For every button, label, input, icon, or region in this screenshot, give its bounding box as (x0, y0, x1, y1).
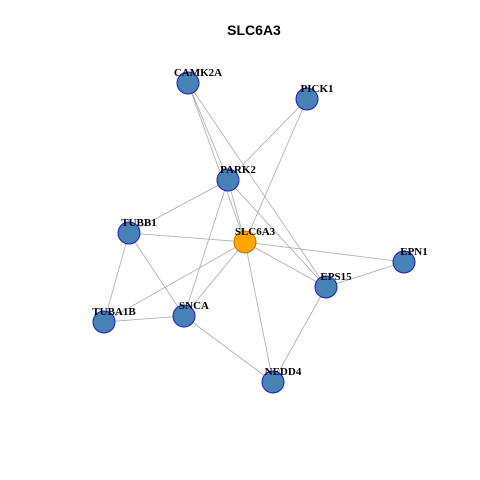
edge-tuba1b-snca (103, 315, 185, 323)
node-circle (117, 221, 141, 245)
node-label: TUBA1B (92, 306, 136, 318)
edge-camk2a-eps15 (187, 82, 327, 288)
node-circle (261, 370, 285, 394)
node-tuba1b: TUBA1B (92, 306, 136, 334)
node-label: EPS15 (320, 271, 352, 283)
node-tubb1: TUBB1 (117, 217, 157, 245)
node-label: NEDD4 (265, 366, 302, 378)
node-label: PARK2 (220, 164, 256, 176)
edge-park2-snca (183, 179, 229, 317)
edge-pick1-slc6a3 (244, 98, 308, 243)
node-snca: SNCA (172, 300, 209, 328)
edge-tubb1-tuba1b (103, 232, 130, 323)
nodes-layer: CAMK2A PICK1PARK2TUBB1SLC6A3EPN1EPS15TUBA… (92, 67, 428, 394)
edge-snca-nedd4 (183, 315, 274, 383)
node-camk2a: CAMK2A (174, 67, 222, 95)
node-circle (216, 168, 240, 192)
edge-eps15-nedd4 (272, 286, 327, 383)
node-slc6a3: SLC6A3 (233, 226, 276, 254)
edge-eps15-epn1 (325, 261, 405, 288)
node-label: PICK1 (301, 83, 334, 95)
diagram-title: SLC6A3 (227, 22, 281, 38)
edge-pick1-park2 (227, 98, 308, 181)
node-circle (314, 275, 338, 299)
edge-slc6a3-snca (183, 241, 246, 317)
node-epn1: EPN1 (392, 246, 428, 274)
node-circle (295, 87, 319, 111)
node-label: EPN1 (400, 246, 428, 258)
node-park2: PARK2 (216, 164, 256, 192)
edge-park2-tubb1 (128, 179, 229, 234)
node-circle (176, 71, 200, 95)
node-label: CAMK2A (174, 67, 222, 79)
edge-slc6a3-tuba1b (103, 241, 246, 323)
node-label: TUBB1 (121, 217, 156, 229)
edge-slc6a3-eps15 (244, 241, 327, 288)
edge-tubb1-snca (128, 232, 185, 317)
node-circle (392, 250, 416, 274)
edges-layer (103, 82, 405, 383)
node-label: SLC6A3 (235, 226, 276, 238)
edge-slc6a3-epn1 (244, 241, 405, 263)
node-label: SNCA (179, 300, 209, 312)
edge-camk2a-park2 (187, 82, 229, 181)
node-nedd4: NEDD4 (261, 366, 302, 394)
edge-tubb1-slc6a3 (128, 232, 246, 243)
node-pick1: PICK1 (295, 83, 334, 111)
node-circle (92, 310, 116, 334)
node-eps15: EPS15 (314, 271, 352, 299)
edge-camk2a-slc6a3 (187, 82, 246, 243)
node-circle (172, 304, 196, 328)
node-circle (233, 230, 257, 254)
edge-slc6a3-nedd4 (244, 241, 274, 383)
edge-park2-eps15 (227, 179, 327, 288)
